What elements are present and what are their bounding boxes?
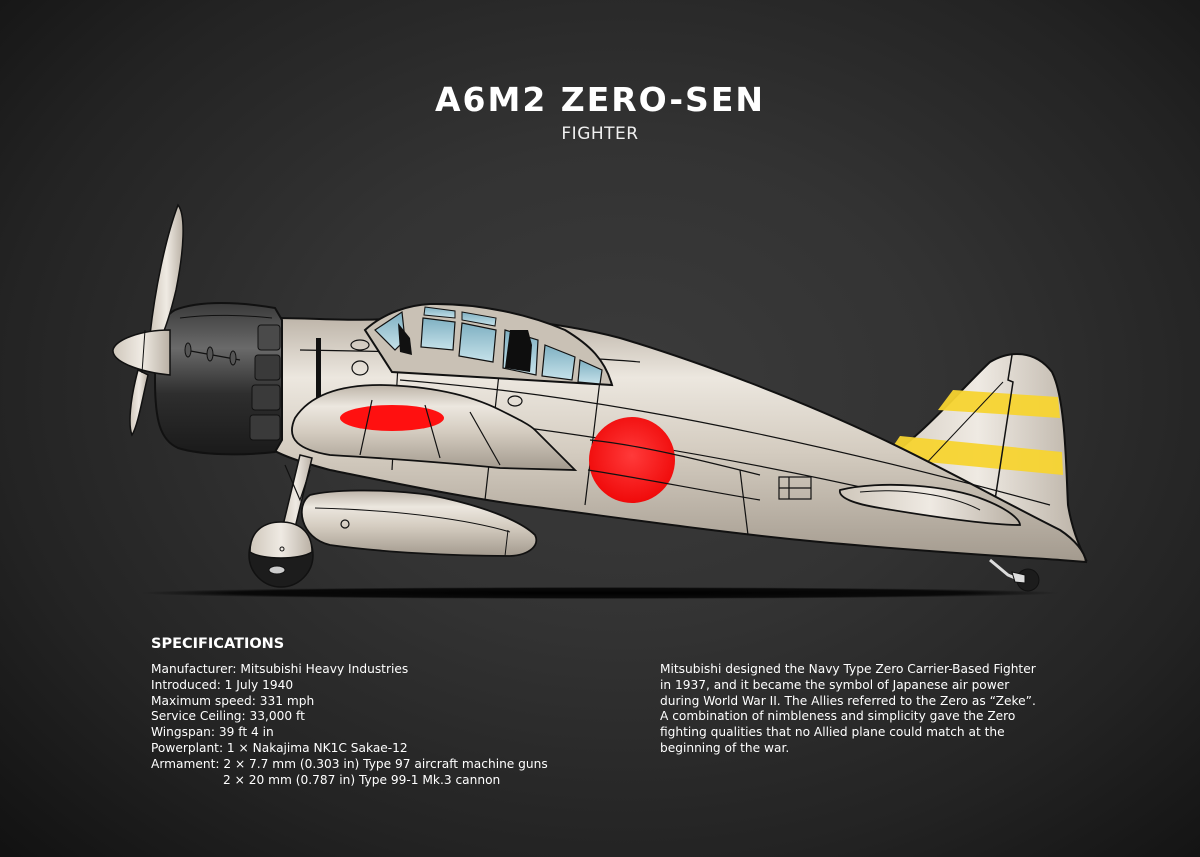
propeller-spinner bbox=[112, 329, 171, 376]
propeller bbox=[112, 203, 184, 437]
spec-max-speed: Maximum speed: 331 mph bbox=[151, 693, 315, 708]
description-panel: Mitsubishi designed the Navy Type Zero C… bbox=[660, 662, 1040, 757]
spec-introduced: Introduced: 1 July 1940 bbox=[151, 677, 294, 692]
aircraft-title: A6M2 ZERO-SEN bbox=[435, 80, 765, 119]
main-landing-gear bbox=[248, 454, 314, 588]
wing bbox=[291, 384, 578, 471]
ground-shadow bbox=[140, 587, 1060, 599]
spec-wingspan: Wingspan: 39 ft 4 in bbox=[151, 725, 274, 740]
specifications-heading: SPECIFICATIONS bbox=[151, 636, 285, 652]
engine-cowling bbox=[153, 302, 283, 456]
pilot-seat bbox=[505, 330, 532, 372]
description-text: Mitsubishi designed the Navy Type Zero C… bbox=[660, 662, 1036, 755]
horizontal-stabilizer bbox=[839, 483, 1021, 526]
aircraft-role-subtitle: FIGHTER bbox=[561, 124, 639, 144]
hinomaru-wing bbox=[340, 405, 444, 431]
access-hatch bbox=[778, 476, 812, 500]
drop-tank bbox=[301, 489, 538, 557]
spec-service-ceiling: Service Ceiling: 33,000 ft bbox=[151, 709, 305, 724]
tail-fin bbox=[868, 352, 1088, 562]
specifications-panel: SPECIFICATIONS Manufacturer: Mitsubishi … bbox=[151, 636, 571, 788]
tail-wheel bbox=[989, 558, 1040, 592]
spec-armament-continued: 2 × 20 mm (0.787 in) Type 99-1 Mk.3 cann… bbox=[223, 772, 501, 787]
spec-armament: Armament: 2 × 7.7 mm (0.303 in) Type 97 … bbox=[151, 756, 548, 771]
spec-powerplant: Powerplant: 1 × Nakajima NK1C Sakae-12 bbox=[151, 740, 408, 755]
fuselage-black-strip bbox=[316, 338, 321, 408]
spec-manufacturer: Manufacturer: Mitsubishi Heavy Industrie… bbox=[151, 662, 409, 676]
hinomaru-fuselage bbox=[589, 417, 675, 503]
cockpit-canopy bbox=[363, 302, 614, 387]
